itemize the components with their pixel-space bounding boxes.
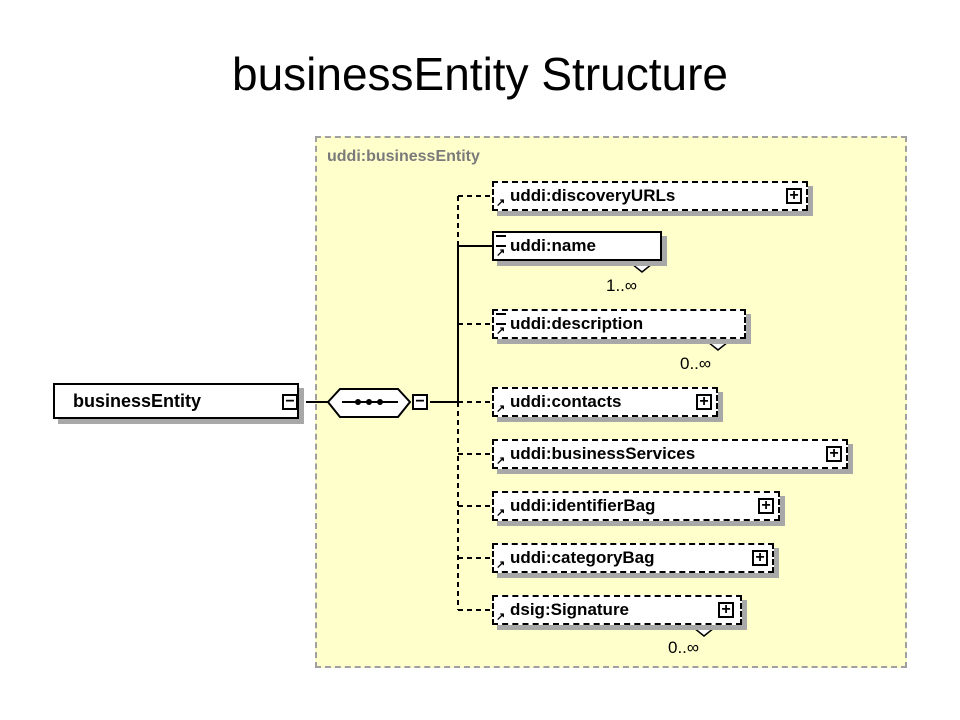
expand-icon[interactable]: + bbox=[752, 550, 768, 566]
element-label: uddi:name bbox=[510, 236, 596, 255]
root-element[interactable]: businessEntity bbox=[53, 383, 299, 419]
element-identifierbag[interactable]: ↗uddi:identifierBag + bbox=[492, 491, 780, 521]
slide-title: businessEntity Structure bbox=[231, 48, 728, 100]
element-label: uddi:discoveryURLs bbox=[510, 186, 676, 205]
element-description[interactable]: ↗uddi:description bbox=[492, 309, 746, 339]
type-label: uddi:businessEntity bbox=[327, 148, 480, 165]
occurrence-signature: 0..∞ bbox=[668, 638, 700, 657]
element-label: uddi:categoryBag bbox=[510, 548, 655, 567]
element-name[interactable]: ↗uddi:name bbox=[492, 231, 668, 267]
root-collapse-icon[interactable]: − bbox=[282, 394, 298, 410]
element-discoveryurls[interactable]: ↗uddi:discoveryURLs + bbox=[492, 181, 808, 211]
element-contacts[interactable]: ↗uddi:contacts + bbox=[492, 387, 718, 417]
element-businessservices[interactable]: ↗uddi:businessServices + bbox=[492, 439, 848, 469]
element-label: uddi:description bbox=[510, 314, 644, 333]
expand-icon[interactable]: + bbox=[826, 446, 842, 462]
element-categorybag[interactable]: ↗uddi:categoryBag + bbox=[492, 543, 774, 573]
occurrence-name: 1..∞ bbox=[606, 276, 638, 295]
expand-icon[interactable]: + bbox=[786, 188, 802, 204]
expand-icon[interactable]: + bbox=[696, 394, 712, 410]
element-label: dsig:Signature bbox=[510, 600, 630, 619]
element-label: uddi:identifierBag bbox=[510, 496, 656, 515]
sequence-collapse-icon[interactable]: − bbox=[412, 394, 428, 410]
root-label: businessEntity bbox=[73, 391, 202, 411]
element-label: uddi:businessServices bbox=[510, 444, 696, 463]
expand-icon[interactable]: + bbox=[758, 498, 774, 514]
element-label: uddi:contacts bbox=[510, 392, 622, 411]
occurrence-description: 0..∞ bbox=[680, 354, 712, 373]
element-signature[interactable]: ↗dsig:Signature + bbox=[492, 595, 742, 625]
expand-icon[interactable]: + bbox=[718, 602, 734, 618]
